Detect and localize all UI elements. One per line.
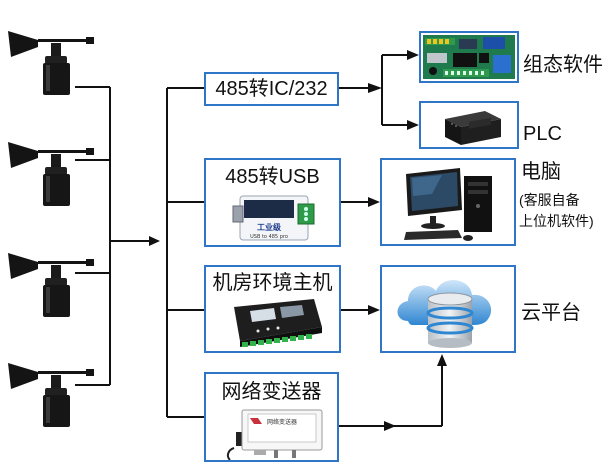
plc-box [419,101,519,149]
wind-sensor-icon [8,253,94,317]
sensor-column [8,31,94,427]
wind-sensor-icon [8,142,94,206]
wind-sensor-icon [8,31,94,95]
network-transmitter-icon: 网络变送器 [226,409,323,460]
usb-converter-model: USB to 485 pro [250,234,288,240]
cloud-database-icon [397,280,492,348]
cloud-arrow [368,305,380,315]
rs485-ic232-label: 485转IC/232 [215,78,328,100]
rs485-usb-box: 485转USB 工业级 USB to 485 pro [204,158,341,247]
cloud-platform-label: 云平台 [521,302,581,324]
usb-converter-brand: 工业级 [257,222,282,232]
config-software-box [419,31,519,83]
network-up-arrow [437,354,447,366]
computer-note-line1: (客服自备 [519,192,580,208]
plc-arrow [407,120,419,130]
cloud-platform-box [380,265,516,353]
rs485-usb-label: 485转USB [225,166,320,188]
usb-converter-icon: 工业级 USB to 485 pro [232,195,315,241]
rs485-ic232-box: 485转IC/232 [204,72,339,106]
network-transmitter-box: 网络变送器 网络变送器 [204,372,339,462]
circuit-board-icon [423,35,515,79]
config-software-label: 组态软件 [523,54,603,76]
ic232-arrow [368,83,382,93]
plc-module-icon [445,111,501,145]
network-transmitter-label: 网络变送器 [221,381,322,403]
network-mid-arrow [384,421,396,431]
computer-arrow [368,197,380,207]
machine-room-host-box: 机房环境主机 [204,265,341,353]
plc-label: PLC [523,123,562,145]
config-arrow [407,50,419,60]
computer-box [380,158,516,246]
host-device-icon [234,299,322,347]
desktop-computer-icon [404,168,492,241]
hub-arrow [149,236,160,246]
computer-label: 电脑 [521,161,561,183]
computer-note-line2: 上位机软件) [519,213,594,229]
machine-room-host-label: 机房环境主机 [212,272,333,294]
transmitter-plate-label: 网络变送器 [267,418,297,426]
wind-sensor-icon [8,363,94,427]
